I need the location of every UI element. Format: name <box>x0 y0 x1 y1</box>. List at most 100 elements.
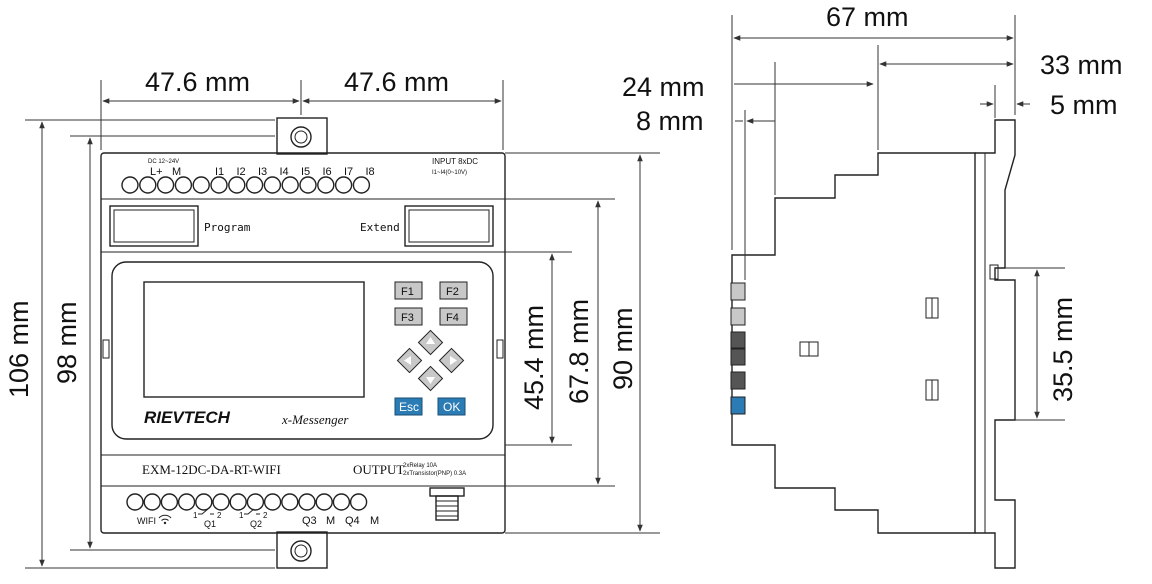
dim-depth-24: 24 mm <box>622 72 705 102</box>
top-mount-tab <box>276 117 328 155</box>
bottom-terminal <box>177 493 196 511</box>
top-terminal <box>334 176 353 194</box>
bottom-terminal <box>126 493 144 511</box>
relay-contact-symbols <box>198 508 260 515</box>
ok-key[interactable] <box>437 397 466 416</box>
front-panel <box>111 261 494 440</box>
esc-key-label: Esc <box>399 400 419 414</box>
dim-depth-8: 8 mm <box>636 106 704 136</box>
input-label: I5 <box>301 166 310 178</box>
side-key-dark-1 <box>730 331 746 349</box>
down-key[interactable] <box>417 365 444 392</box>
dim-depth-5: 5 mm <box>1050 90 1118 120</box>
input-label: I7 <box>344 166 353 178</box>
wifi-label: WIFI <box>137 516 156 526</box>
f1-key[interactable] <box>394 281 423 300</box>
side-key-gray-1 <box>730 282 746 301</box>
front-dimensions: 47.6 mm 47.6 mm 106 mm 98 mm 90 mm 67.8 … <box>4 67 660 569</box>
dim-height-98: 98 mm <box>52 301 82 384</box>
input-label: I3 <box>258 166 267 178</box>
dim-height-90: 90 mm <box>608 307 638 390</box>
top-terminal <box>121 176 139 194</box>
wifi-icon <box>158 514 172 525</box>
top-terminal <box>228 176 246 194</box>
up-key[interactable] <box>417 329 444 356</box>
input-label: I2 <box>237 166 246 178</box>
f2-key[interactable] <box>439 281 468 300</box>
relay1-contact-1: 1 <box>193 511 198 520</box>
relay2-contact-2: 2 <box>263 511 268 520</box>
top-terminal <box>192 176 210 194</box>
output-label: M <box>326 515 335 527</box>
bottom-terminal <box>315 493 333 511</box>
program-port-label: Program <box>204 221 251 234</box>
side-key-dark-2 <box>730 348 746 366</box>
bottom-terminal-row <box>126 493 368 511</box>
output-relay-label: 2xRelay 10A <box>403 463 437 469</box>
arrow-up-icon <box>426 337 435 344</box>
side-key-dark-3 <box>730 371 746 390</box>
dim-height-454: 45.4 mm <box>519 305 549 410</box>
dim-width-right: 47.6 mm <box>344 67 449 97</box>
top-terminal <box>139 176 157 194</box>
power-rating-label: DC 12~24V <box>148 159 179 165</box>
top-mount-hole <box>290 126 312 148</box>
top-terminal <box>317 176 335 194</box>
program-port <box>109 205 199 247</box>
arrow-right-icon <box>450 356 457 365</box>
extend-port-label: Extend <box>360 221 400 234</box>
left-key[interactable] <box>396 347 423 374</box>
top-terminal <box>174 176 193 194</box>
bottom-terminal <box>229 493 247 511</box>
f1-key-label: F1 <box>401 286 414 298</box>
dim-rail-355: 35.5 mm <box>1048 297 1078 402</box>
side-dimensions: 67 mm 33 mm 24 mm 8 mm 5 mm 35.5 mm <box>622 2 1123 421</box>
terminal-lplus-label: L+ <box>150 166 163 178</box>
input-label: I1 <box>215 166 224 178</box>
lcd-screen <box>143 281 365 398</box>
bottom-terminal <box>298 493 316 511</box>
right-key[interactable] <box>438 347 465 374</box>
output-label: M <box>370 515 379 527</box>
relay1-contact-2: 2 <box>217 511 222 520</box>
input-label: I8 <box>366 166 375 178</box>
top-terminal <box>281 176 299 194</box>
model-label: EXM-12DC-DA-RT-WIFI <box>142 462 281 477</box>
side-key-gray-2 <box>730 307 746 326</box>
f3-key[interactable] <box>394 307 423 326</box>
din-rail-clip <box>975 119 1016 569</box>
output-label: Q2 <box>250 519 262 529</box>
top-terminal <box>299 176 317 194</box>
side-profile <box>731 152 976 534</box>
dim-height-678: 67.8 mm <box>564 299 594 404</box>
top-terminal <box>245 176 264 194</box>
output-label: Q3 <box>302 515 317 527</box>
bottom-terminal <box>246 493 265 511</box>
f2-key-label: F2 <box>446 286 459 298</box>
device-housing <box>100 152 506 534</box>
output-label: Q1 <box>204 519 216 529</box>
output-header-label: OUTPUT <box>353 462 404 477</box>
wifi-antenna-connector <box>429 487 465 521</box>
top-terminal-row <box>121 176 371 194</box>
brand-logo: RIEVTECH <box>144 408 231 427</box>
bottom-terminal <box>263 493 282 511</box>
bottom-terminal <box>349 493 368 511</box>
f4-key[interactable] <box>439 307 468 326</box>
top-terminal <box>156 176 175 194</box>
f4-key-label: F4 <box>446 312 459 324</box>
output-transistor-label: 2xTransistor(PNP) 0.3A <box>403 471 466 477</box>
esc-key[interactable] <box>394 397 423 416</box>
top-terminal <box>263 176 282 194</box>
dim-width-left: 47.6 mm <box>145 67 250 97</box>
top-terminal <box>352 176 371 194</box>
terminal-m-label: M <box>172 166 181 178</box>
side-view <box>730 119 1016 569</box>
output-label: Q4 <box>345 515 360 527</box>
bottom-terminal <box>160 493 179 511</box>
bottom-terminal <box>212 493 230 511</box>
input-header-label: INPUT 8xDC <box>432 157 478 166</box>
bottom-mount-tab <box>276 531 328 569</box>
